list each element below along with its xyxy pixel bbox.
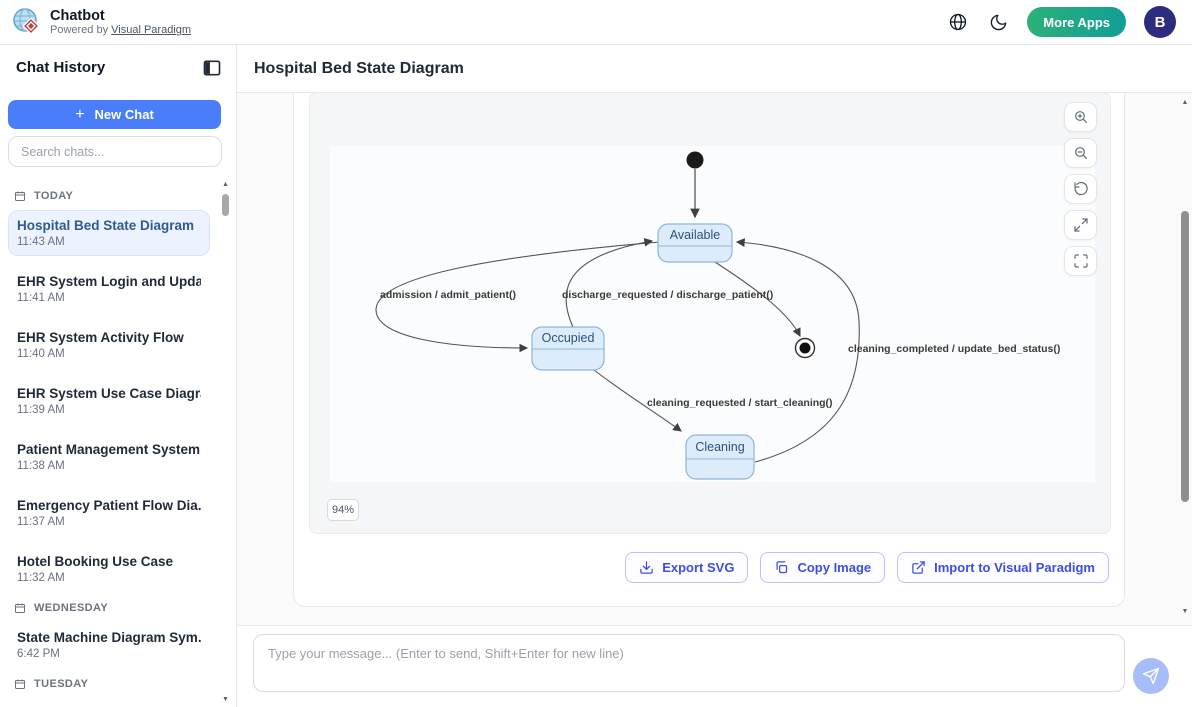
- chat-item[interactable]: State Machine Diagram Sym... 6:42 PM: [17, 630, 201, 660]
- sidebar-scrollbar[interactable]: ▲ ▼: [220, 180, 231, 705]
- main-area: Hospital Bed State Diagram: [237, 45, 1192, 707]
- initial-state[interactable]: [686, 151, 704, 169]
- reset-view-button[interactable]: [1064, 174, 1097, 204]
- message-input[interactable]: [253, 634, 1125, 692]
- scroll-up-arrow[interactable]: ▲: [222, 181, 229, 188]
- state-diagram-svg: Available Occupied Cleaning: [375, 151, 1060, 480]
- messages-region: Available Occupied Cleaning: [237, 93, 1192, 625]
- messages-scrollbar[interactable]: ▲ ▼: [1179, 93, 1191, 625]
- label-cleaning-requested: cleaning_requested / start_cleaning(): [647, 397, 833, 409]
- send-button[interactable]: [1133, 658, 1169, 694]
- copy-image-button[interactable]: Copy Image: [760, 552, 886, 583]
- external-link-icon: [912, 561, 925, 574]
- send-plane-icon: [1142, 667, 1160, 685]
- download-icon: [640, 561, 653, 574]
- composer: [237, 625, 1192, 707]
- state-occupied[interactable]: Occupied: [531, 326, 605, 371]
- fullscreen-button[interactable]: [1064, 246, 1097, 276]
- diagram-viewer: Available Occupied Cleaning: [309, 93, 1111, 534]
- zoom-out-button[interactable]: [1064, 138, 1097, 168]
- scrollbar-thumb[interactable]: [222, 194, 229, 216]
- calendar-icon: [15, 679, 25, 689]
- fit-to-screen-button[interactable]: [1064, 210, 1097, 240]
- state-cleaning[interactable]: Cleaning: [685, 434, 755, 480]
- transition-cleaning-available[interactable]: [735, 238, 860, 463]
- transition-available-final[interactable]: [714, 261, 801, 337]
- chat-list: TODAY Hospital Bed State Diagram 11:43 A…: [0, 178, 218, 707]
- chat-group-label: WEDNESDAY: [14, 602, 210, 614]
- app-title: Chatbot: [50, 7, 105, 24]
- chat-item[interactable]: Hospital Bed State Diagram 11:43 AM: [8, 210, 210, 256]
- powered-by: Powered by Visual Paradigm: [50, 24, 192, 37]
- language-globe-icon[interactable]: [947, 11, 969, 33]
- label-cleaning-completed: cleaning_completed / update_bed_status(): [848, 343, 1060, 355]
- diagram-actions: Export SVG Copy Image Import to Visual P…: [625, 552, 1109, 583]
- more-apps-button[interactable]: More Apps: [1027, 7, 1126, 37]
- state-diagram-canvas[interactable]: Available Occupied Cleaning: [330, 146, 1095, 482]
- scroll-down-arrow[interactable]: ▼: [222, 696, 229, 703]
- label-admission: admission / admit_patient(): [380, 289, 516, 301]
- assistant-message-card: Available Occupied Cleaning: [293, 93, 1125, 607]
- scroll-up-arrow[interactable]: ▲: [1181, 99, 1189, 106]
- chat-item[interactable]: EHR System Use Case Diagram 11:39 AM: [17, 386, 201, 416]
- export-svg-button[interactable]: Export SVG: [625, 552, 749, 583]
- app-header: Chatbot Powered by Visual Paradigm More …: [0, 0, 1192, 45]
- chat-item[interactable]: EHR System Login and Upda... 11:41 AM: [17, 274, 201, 304]
- conversation-title: Hospital Bed State Diagram: [254, 59, 464, 77]
- transition-available-occupied[interactable]: [375, 241, 661, 353]
- label-discharge: discharge_requested / discharge_patient(…: [562, 289, 773, 301]
- copy-icon: [776, 561, 788, 574]
- chat-item[interactable]: EHR System Activity Flow 11:40 AM: [17, 330, 184, 360]
- visual-paradigm-link[interactable]: Visual Paradigm: [111, 24, 192, 37]
- svg-text:Available: Available: [670, 228, 721, 242]
- brand: Chatbot Powered by Visual Paradigm: [12, 7, 191, 37]
- zoom-level-badge: 94%: [327, 499, 360, 521]
- dark-mode-moon-icon[interactable]: [987, 11, 1009, 33]
- svg-text:Occupied: Occupied: [542, 331, 595, 345]
- scroll-down-arrow[interactable]: ▼: [1181, 608, 1189, 615]
- calendar-icon: [15, 191, 25, 201]
- transition-occupied-available[interactable]: [565, 237, 654, 328]
- app-logo-icon: [13, 8, 40, 35]
- zoom-in-button[interactable]: [1064, 102, 1097, 132]
- sidebar: Chat History + New Chat TODAY Hospital B…: [0, 45, 237, 707]
- collapse-sidebar-icon[interactable]: [202, 58, 222, 78]
- chat-group-label: TODAY: [14, 190, 210, 202]
- chat-item[interactable]: Hotel Booking Use Case 11:32 AM: [17, 554, 174, 584]
- state-available[interactable]: Available: [657, 223, 733, 263]
- user-avatar[interactable]: B: [1144, 6, 1176, 38]
- svg-text:Cleaning: Cleaning: [695, 440, 744, 454]
- search-chats-input[interactable]: [8, 136, 222, 167]
- conversation-header: Hospital Bed State Diagram: [237, 45, 1192, 93]
- chat-group-label: TUESDAY: [14, 678, 210, 690]
- final-state[interactable]: [794, 337, 816, 359]
- transition-occupied-cleaning[interactable]: [593, 369, 682, 432]
- chat-item[interactable]: Patient Management System... 11:38 AM: [17, 442, 201, 472]
- diagram-tools: [1064, 102, 1097, 276]
- chat-item[interactable]: Emergency Patient Flow Dia... 11:37 AM: [17, 498, 201, 528]
- scrollbar-thumb[interactable]: [1181, 211, 1189, 502]
- plus-icon: +: [75, 105, 85, 123]
- new-chat-button[interactable]: + New Chat: [8, 100, 221, 129]
- chat-history-title: Chat History: [16, 59, 106, 76]
- import-to-visual-paradigm-button[interactable]: Import to Visual Paradigm: [897, 552, 1109, 583]
- calendar-icon: [15, 603, 25, 613]
